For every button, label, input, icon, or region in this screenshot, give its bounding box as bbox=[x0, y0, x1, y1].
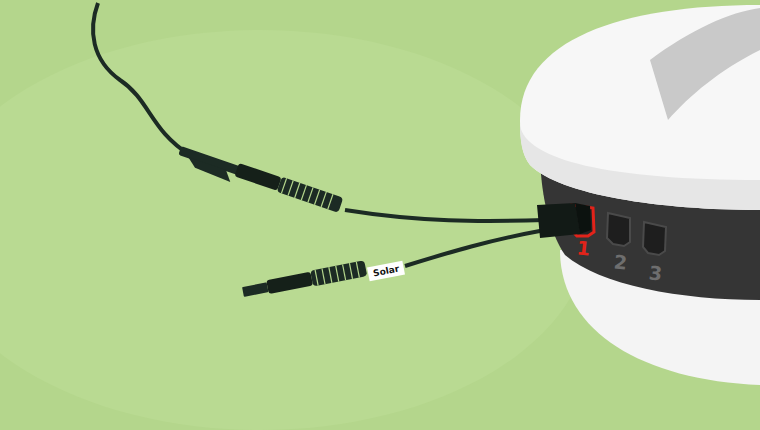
cable-1-upper bbox=[93, 3, 190, 155]
port-number: 3 bbox=[648, 261, 663, 284]
connector-ridge bbox=[343, 264, 346, 280]
port-2 bbox=[607, 213, 630, 246]
connector-ridge bbox=[314, 190, 319, 205]
connector-ridge bbox=[281, 178, 286, 193]
cable-2 bbox=[405, 230, 545, 266]
device-rim bbox=[520, 125, 760, 210]
connector-ridge bbox=[322, 269, 325, 285]
port-number: 2 bbox=[613, 250, 628, 273]
port-number: 1 bbox=[576, 236, 591, 259]
connector-ridge bbox=[329, 267, 332, 283]
connector-ridge bbox=[321, 192, 326, 207]
connector-ridge bbox=[295, 183, 300, 198]
connector-ridge bbox=[349, 263, 352, 279]
connector-2 bbox=[241, 260, 367, 300]
background-glow bbox=[0, 30, 590, 430]
connector-ridge bbox=[288, 181, 293, 196]
connector-ridge bbox=[308, 187, 313, 202]
connector-ridge bbox=[328, 194, 333, 209]
connector-1 bbox=[175, 142, 343, 218]
device-top bbox=[520, 5, 760, 210]
plug-tip bbox=[575, 203, 591, 234]
cable-1-lower bbox=[345, 210, 545, 221]
plug bbox=[537, 203, 580, 238]
device-top-stripe bbox=[650, 8, 760, 120]
connector-ridge bbox=[356, 262, 359, 278]
port-3 bbox=[643, 222, 666, 255]
connector-ridge bbox=[315, 270, 318, 286]
connector-ridge bbox=[301, 185, 306, 200]
connector-ridge bbox=[336, 266, 339, 282]
